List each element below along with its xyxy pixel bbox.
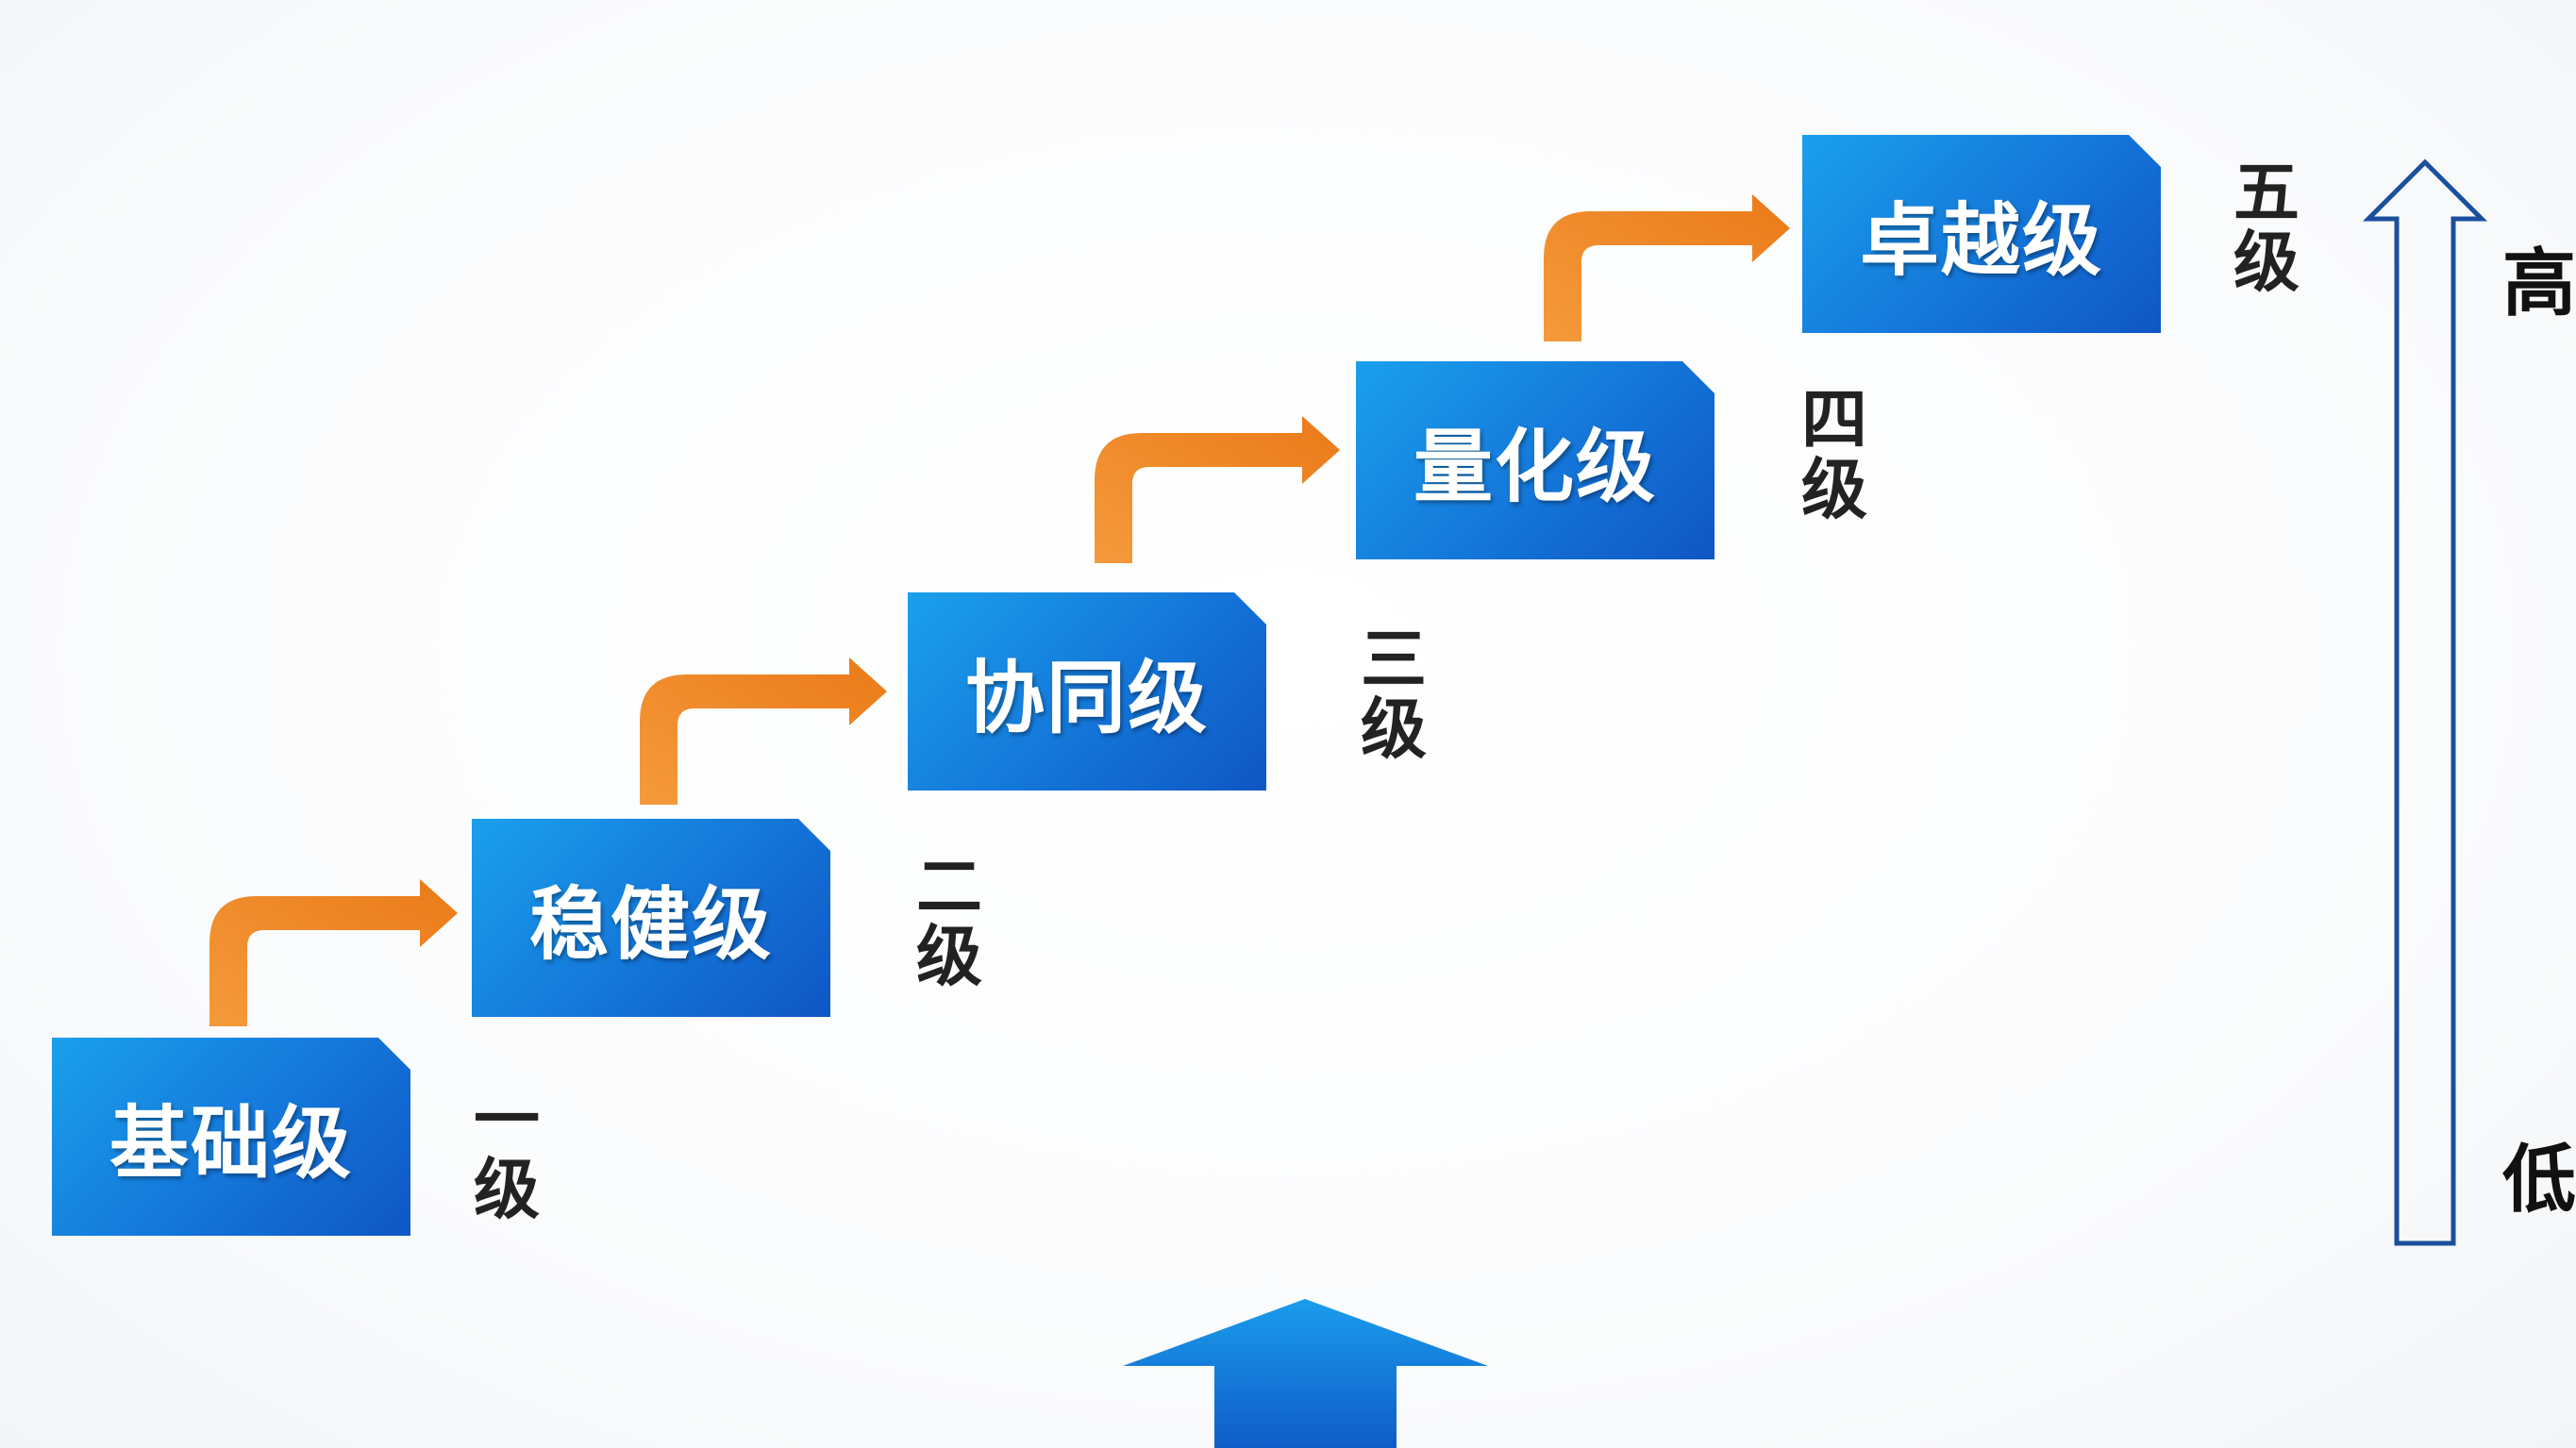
level-tag-5: 五 级 xyxy=(2229,158,2304,297)
level-box-5: 卓越级 xyxy=(1802,135,2161,333)
level-tag-1-unit: 级 xyxy=(474,1151,540,1228)
step-arrow-4-5 xyxy=(1544,194,1790,341)
level-tag-2-unit: 级 xyxy=(916,918,982,995)
level-box-2: 稳健级 xyxy=(472,819,830,1017)
level-tag-3: 三 级 xyxy=(1356,624,1431,764)
step-arrow-2-3 xyxy=(640,657,887,805)
level-tag-3-unit: 级 xyxy=(1361,691,1427,768)
level-tag-1-number: 一 xyxy=(474,1081,540,1158)
level-tag-4-number: 四 xyxy=(1801,381,1867,458)
level-box-3-label: 协同级 xyxy=(964,651,1209,744)
level-box-3: 协同级 xyxy=(908,592,1266,791)
level-tag-5-unit: 级 xyxy=(2233,224,2300,301)
level-tag-2-number: 二 xyxy=(916,848,982,925)
level-box-5-label: 卓越级 xyxy=(1859,193,2103,287)
level-box-1: 基础级 xyxy=(52,1038,410,1236)
step-arrow-3-4 xyxy=(1095,416,1340,563)
level-box-2-label: 稳健级 xyxy=(528,877,773,971)
level-tag-4: 四 级 xyxy=(1797,385,1872,524)
level-tag-4-unit: 级 xyxy=(1801,451,1867,528)
level-tag-1: 一 级 xyxy=(469,1085,544,1224)
level-box-4-label: 量化级 xyxy=(1413,420,1657,513)
scale-high-label: 高 xyxy=(2502,241,2576,326)
scale-low-label: 低 xyxy=(2502,1138,2576,1223)
level-box-1-label: 基础级 xyxy=(109,1096,353,1190)
step-arrow-1-2 xyxy=(209,879,458,1026)
level-tag-2: 二 级 xyxy=(912,852,987,991)
level-tag-5-number: 五 xyxy=(2233,154,2300,231)
scale-arrow xyxy=(2362,158,2488,1246)
bottom-up-arrow xyxy=(1123,1299,1488,1448)
level-tag-3-number: 三 xyxy=(1361,621,1427,698)
level-box-4: 量化级 xyxy=(1356,361,1715,559)
